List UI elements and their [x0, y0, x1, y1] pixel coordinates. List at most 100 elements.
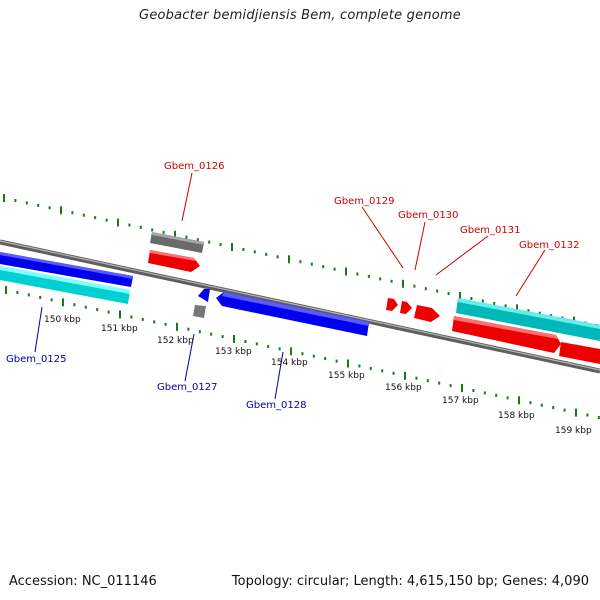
scale-label-159: 159 kbp [555, 426, 592, 436]
lower-track-minor-tick [483, 391, 486, 395]
feature-cyan-right-highlight [458, 298, 600, 329]
upper-track-minor-tick [390, 279, 393, 283]
lower-track-minor-tick [563, 408, 566, 412]
upper-track-minor-tick [162, 230, 165, 234]
gene-arrow-0128[interactable] [216, 292, 369, 336]
gene-arrow-0130[interactable] [400, 301, 412, 314]
lower-track-minor-tick [312, 354, 315, 358]
gene-label-0131[interactable]: Gbem_0131 [460, 225, 520, 236]
lower-track-major-tick [404, 371, 406, 380]
gene-bar-red-right-1-highlight [454, 316, 558, 339]
upper-track-minor-tick [333, 267, 336, 271]
gene-label-0125[interactable]: Gbem_0125 [6, 354, 66, 365]
gene-arrow-0131[interactable] [414, 305, 440, 322]
reverse-strand-features [0, 266, 369, 336]
gene-label-0127[interactable]: Gbem_0127 [157, 382, 217, 393]
upper-track-minor-tick [436, 289, 439, 293]
scale-label-154: 154 kbp [271, 358, 308, 368]
map-title: Geobacter bemidjiensis Bem, complete gen… [139, 8, 461, 23]
gene-bar-gray-0126-highlight [152, 232, 204, 245]
lower-track-minor-tick [244, 340, 247, 343]
lower-track-minor-tick [96, 308, 99, 312]
upper-track-minor-tick [504, 304, 507, 308]
feature-gray-0127[interactable] [193, 305, 206, 318]
lower-track-major-tick [575, 408, 577, 417]
lower-track-major-tick [5, 286, 7, 294]
lower-track-minor-tick [597, 416, 600, 419]
scale-label-153: 153 kbp [215, 347, 252, 357]
lower-track-minor-tick [392, 371, 395, 375]
lower-track-minor-tick [73, 303, 76, 307]
callout-lines [34, 172, 546, 400]
lower-track-minor-tick [506, 396, 509, 400]
upper-track-minor-tick [356, 272, 359, 276]
upper-track-minor-tick [265, 252, 268, 256]
forward-strand-features [0, 232, 600, 364]
upper-track-minor-tick [379, 277, 382, 281]
upper-track-minor-tick [185, 235, 188, 239]
lower-track-minor-tick [540, 403, 543, 407]
lower-track-minor-tick [39, 295, 42, 299]
lower-track-major-tick [461, 384, 463, 392]
lower-track-minor-tick [255, 342, 258, 346]
lower-track-minor-tick [187, 327, 190, 331]
gene-arrow-0126[interactable] [148, 250, 200, 272]
upper-track-major-tick [402, 279, 404, 288]
accession-text: Accession: NC_011146 [9, 574, 157, 589]
gene-label-0132[interactable]: Gbem_0132 [519, 240, 579, 251]
upper-track-major-tick [117, 218, 119, 227]
lower-track-minor-tick [529, 401, 532, 405]
upper-track-major-tick [459, 292, 461, 300]
lower-track-major-tick [518, 396, 520, 405]
lower-track-minor-tick [335, 359, 338, 363]
lower-track-minor-tick [449, 384, 452, 388]
gene-label-0126[interactable]: Gbem_0126 [164, 161, 224, 172]
gene-bar-blue-left-highlight [0, 252, 133, 279]
lower-track-minor-tick [141, 317, 144, 321]
upper-track-minor-tick [94, 216, 97, 220]
upper-track-minor-tick [550, 314, 553, 318]
upper-track-minor-tick [25, 201, 28, 205]
feature-cyan-right[interactable] [456, 298, 600, 341]
upper-track-minor-tick [48, 206, 51, 210]
upper-track-minor-tick [253, 250, 256, 254]
lower-track-minor-tick [552, 406, 555, 410]
gene-arrow-0129[interactable] [386, 298, 398, 311]
gene-label-0128[interactable]: Gbem_0128 [246, 400, 306, 411]
gene-labels: Gbem_0126 Gbem_0129 Gbem_0130 Gbem_0131 … [6, 161, 579, 411]
upper-track-major-tick [3, 194, 5, 202]
gene-arrow-0126-highlight [150, 250, 196, 261]
lower-track-minor-tick [278, 347, 281, 351]
upper-track-minor-tick [367, 274, 370, 278]
upper-track-minor-tick [219, 243, 222, 247]
gene-bar-red-right-2[interactable] [559, 342, 600, 364]
lower-track-minor-tick [84, 305, 87, 309]
lower-track-minor-tick [324, 357, 327, 361]
scale-label-155: 155 kbp [328, 371, 365, 381]
gene-label-0129[interactable]: Gbem_0129 [334, 196, 394, 207]
scale-labels: 150 kbp 151 kbp 152 kbp 153 kbp 154 kbp … [44, 315, 592, 436]
scale-label-150: 150 kbp [44, 315, 81, 325]
upper-track-minor-tick [322, 265, 325, 269]
upper-track-minor-tick [481, 299, 484, 303]
upper-track-minor-tick [151, 228, 154, 232]
upper-track-minor-tick [424, 287, 427, 291]
lower-track-minor-tick [301, 352, 304, 356]
upper-track-minor-tick [37, 203, 40, 207]
gene-bar-gray-0126[interactable] [150, 232, 204, 253]
gene-arrow-0127[interactable] [198, 289, 210, 302]
upper-track-minor-tick [105, 218, 108, 222]
upper-track-major-tick [345, 267, 347, 276]
lower-track-minor-tick [267, 344, 270, 348]
scale-label-157: 157 kbp [442, 396, 479, 406]
lower-track-major-tick [62, 298, 64, 307]
gene-bar-red-right-1[interactable] [452, 316, 561, 353]
gene-label-0130[interactable]: Gbem_0130 [398, 210, 458, 221]
lower-track-minor-tick [50, 298, 53, 302]
lower-track-minor-tick [221, 335, 224, 339]
lower-track-minor-tick [107, 310, 110, 314]
lower-track-major-tick [347, 359, 349, 368]
lower-track-minor-tick [16, 291, 19, 294]
